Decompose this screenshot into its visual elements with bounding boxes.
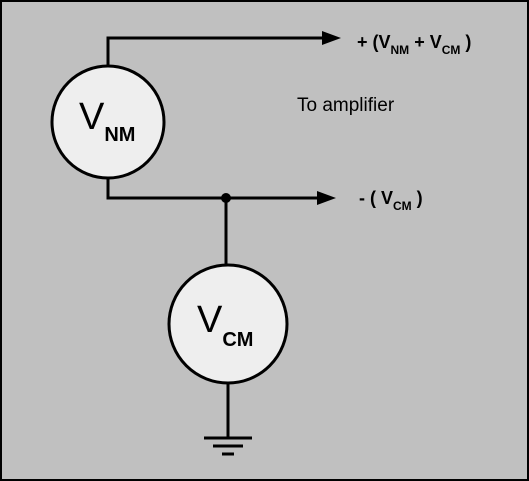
cm-source-sub: CM [222,329,253,351]
common-mode-source [167,263,289,385]
cm-source-label: VCM [197,299,253,351]
nm-source-main: V [79,96,105,138]
ground-symbol-icon [204,436,252,456]
destination-label: To amplifier [297,95,395,116]
bottom-output-label: - ( VCM ) [359,188,423,213]
normal-mode-source [50,64,166,180]
nm-source-sub: NM [104,124,135,146]
nm-source-label: VNM [79,96,135,146]
top-arrowhead-icon [322,31,341,45]
cm-source-main: V [197,299,223,341]
top-output-label: + (VNM + VCM ) [357,32,471,57]
top-output-wire [106,36,325,67]
bottom-output-wire [106,177,320,200]
bottom-arrowhead-icon [317,191,336,205]
